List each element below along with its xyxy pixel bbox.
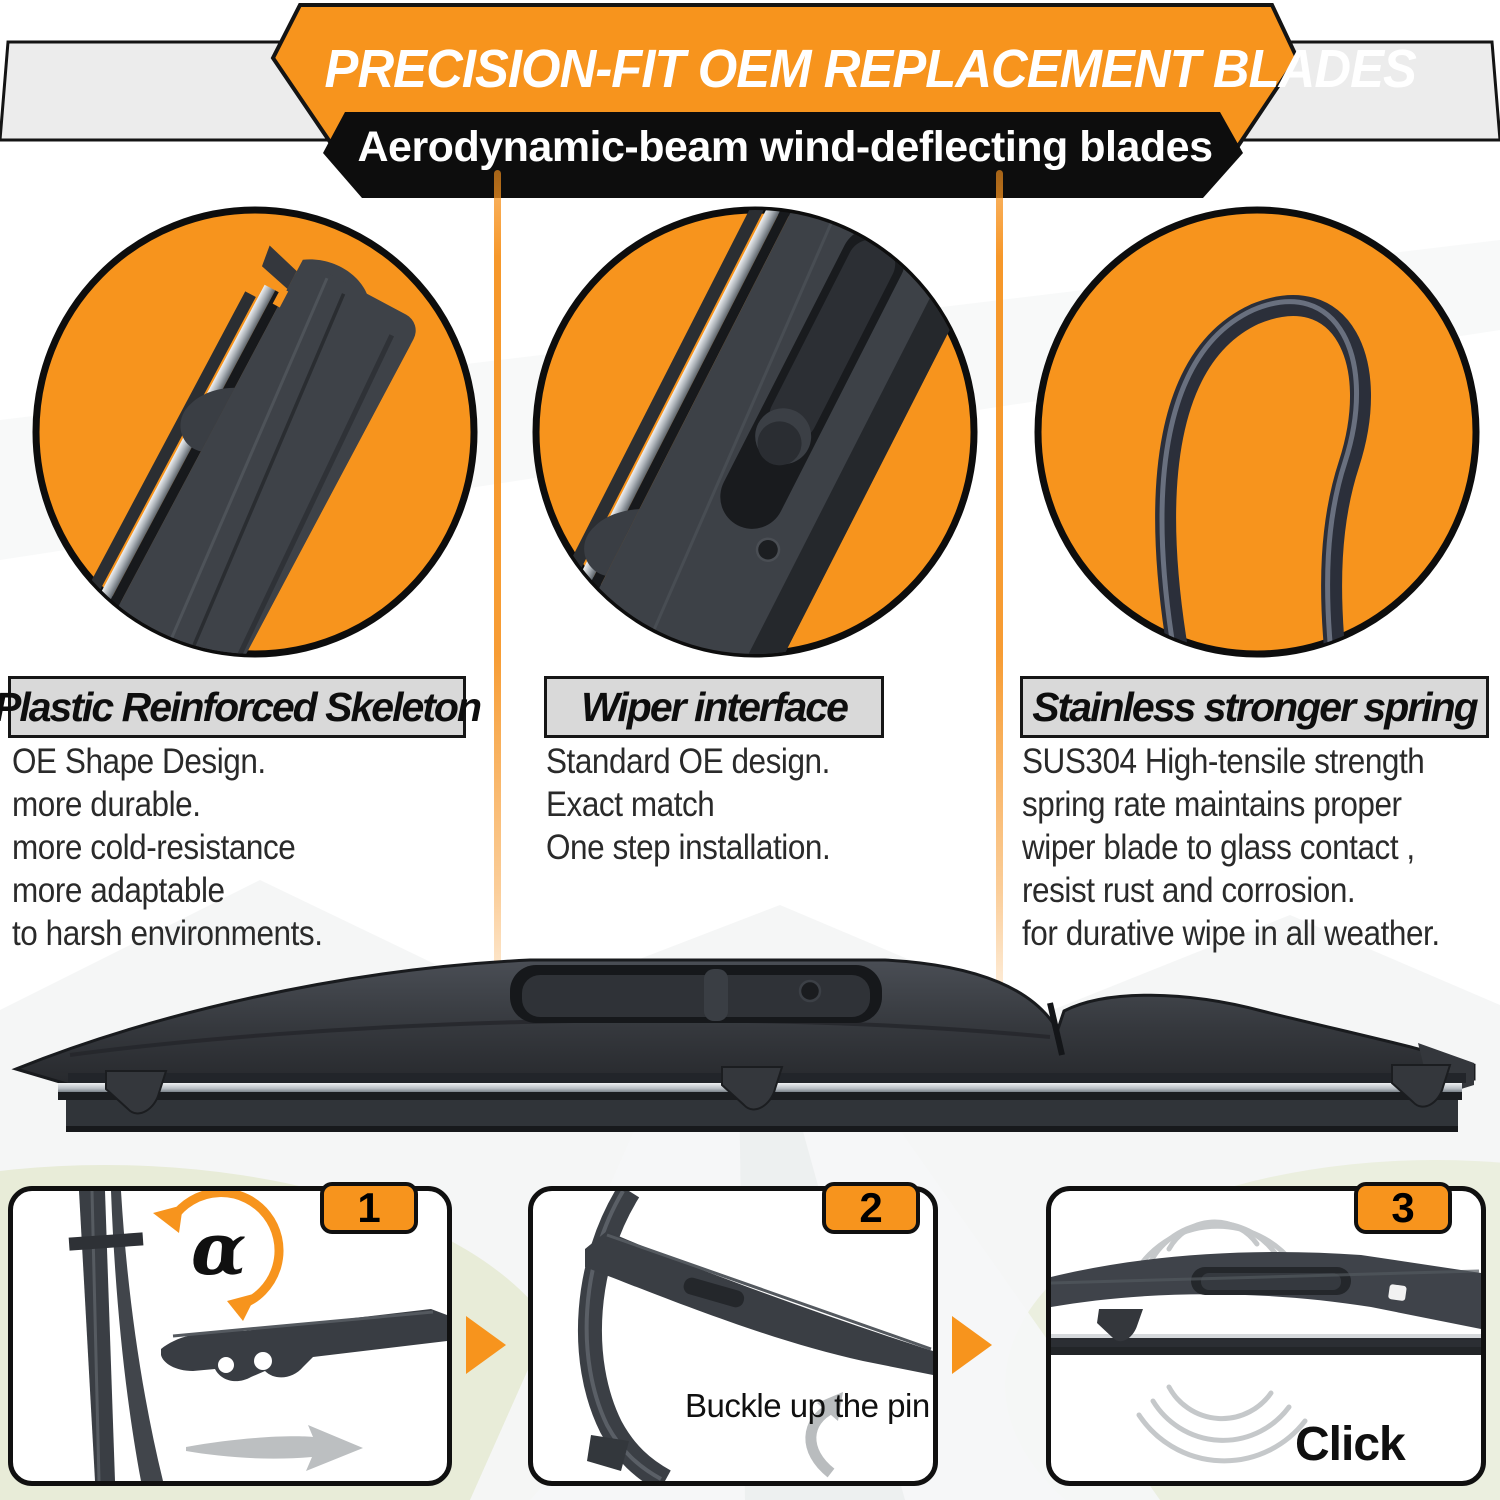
- feature-text-line: Exact match: [546, 785, 715, 824]
- slide-arrow-icon: [186, 1425, 363, 1471]
- feature-text-line: spring rate maintains proper: [1022, 785, 1402, 824]
- stainless-spring-closeup-photo: [1034, 206, 1480, 658]
- feature-text-line: SUS304 High-tensile strength: [1022, 742, 1425, 781]
- column-divider: [996, 170, 1003, 1050]
- buckle-arrow-icon: [805, 1392, 843, 1478]
- step1-illustration: [68, 1191, 447, 1481]
- install-step-panel-1: α: [8, 1186, 452, 1486]
- install-step-panel-3: Click: [1046, 1186, 1486, 1486]
- banner-black-plate: [323, 112, 1243, 198]
- column-divider: [494, 170, 501, 1050]
- step-number-badge: 2: [822, 1182, 920, 1234]
- feature-heading-box: Stainless stronger spring: [1020, 676, 1489, 738]
- step-number-badge: 1: [320, 1182, 418, 1234]
- feature-text-line: wiper blade to glass contact ,: [1022, 828, 1415, 867]
- rear-wiper-blade-photo: [11, 958, 1476, 1132]
- feature-text-line: more cold-resistance: [12, 828, 296, 867]
- plastic-skeleton-closeup-photo: [32, 206, 478, 658]
- banner-title: PRECISION-FIT OEM REPLACEMENT BLADES: [324, 39, 1417, 99]
- install-step-panel-2: Buckle up the pin: [528, 1186, 938, 1486]
- feature-text-line: to harsh environments.: [12, 914, 323, 953]
- feature-heading-box: Plastic Reinforced Skeleton: [0, 676, 482, 738]
- click-sound-waves-icon: [1132, 1219, 1308, 1464]
- feature-heading-text: Wiper interface: [581, 683, 849, 730]
- feature-text-line: more durable.: [12, 785, 201, 824]
- feature-text-line: for durative wipe in all weather.: [1022, 914, 1440, 953]
- feature-heading-text: Stainless stronger spring: [1032, 683, 1478, 730]
- feature-text-line: resist rust and corrosion.: [1022, 871, 1356, 910]
- step2-illustration: [577, 1191, 933, 1481]
- next-step-arrow-icon: [952, 1316, 992, 1374]
- alpha-angle-symbol: α: [191, 1206, 247, 1291]
- step3-illustration: [1051, 1219, 1481, 1464]
- feature-text: OE Shape Design. more durable. more cold…: [12, 740, 462, 955]
- feature-text-line: OE Shape Design.: [12, 742, 266, 781]
- feature-text: Standard OE design. Exact match One step…: [546, 740, 996, 869]
- step3-caption: Click: [1295, 1418, 1406, 1471]
- feature-text-line: One step installation.: [546, 828, 831, 867]
- banner-subtitle: Aerodynamic-beam wind-deflecting blades: [357, 123, 1213, 171]
- feature-heading-box: Wiper interface: [544, 676, 884, 738]
- feature-text-line: more adaptable: [12, 871, 225, 910]
- feature-text: SUS304 High-tensile strength spring rate…: [1022, 740, 1472, 955]
- banner-ribbon-graphic: [0, 3, 1500, 198]
- feature-text-line: Standard OE design.: [546, 742, 830, 781]
- step2-caption: Buckle up the pin: [685, 1387, 930, 1424]
- feature-heading-text: Plastic Reinforced Skeleton: [0, 683, 482, 730]
- next-step-arrow-icon: [466, 1316, 506, 1374]
- step-number-badge: 3: [1354, 1182, 1452, 1234]
- rotation-arrow-icon: [153, 1191, 284, 1321]
- wiper-interface-closeup-photo: [532, 206, 978, 658]
